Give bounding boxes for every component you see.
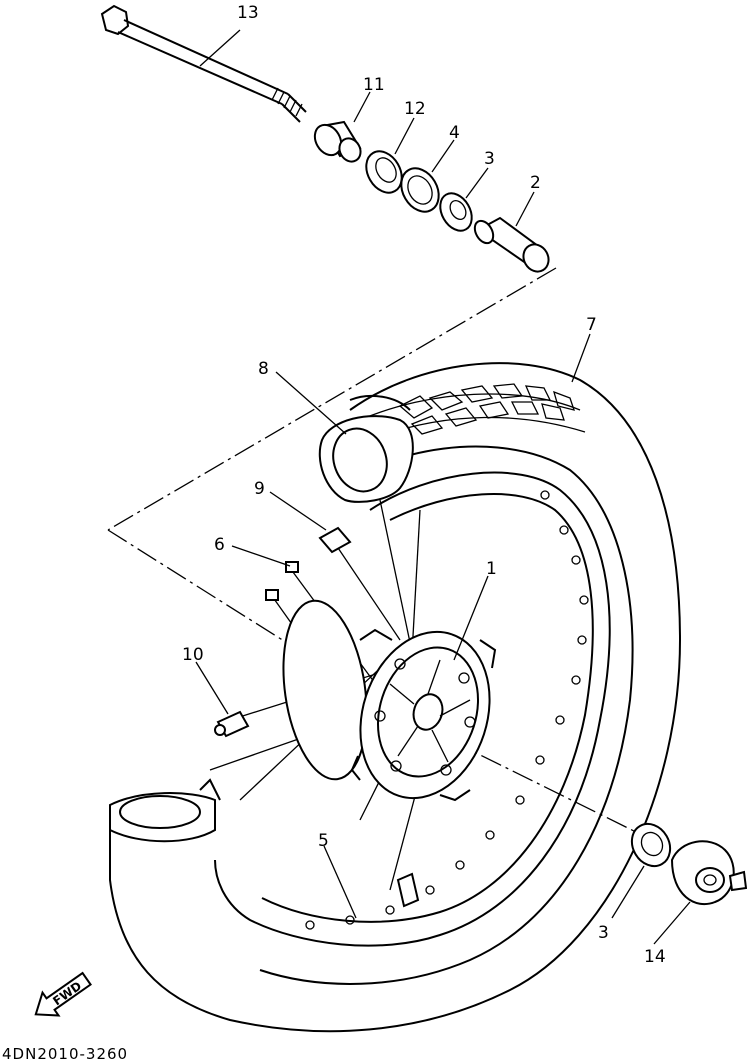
callout-9: 9 bbox=[254, 479, 265, 499]
callout-3-lower: 3 bbox=[598, 923, 609, 943]
callout-7: 7 bbox=[586, 315, 597, 335]
bearing-3-upper-part[interactable] bbox=[434, 188, 478, 237]
callout-4: 4 bbox=[449, 123, 460, 143]
rim-part[interactable] bbox=[109, 394, 611, 947]
fwd-arrow-icon: FWD bbox=[34, 971, 92, 1017]
callout-labels: 13 11 12 4 3 2 7 8 9 6 1 10 5 3 14 bbox=[182, 3, 666, 967]
callout-6: 6 bbox=[214, 535, 225, 555]
callout-5: 5 bbox=[318, 831, 329, 851]
callout-2: 2 bbox=[530, 173, 541, 193]
hub-part[interactable] bbox=[273, 595, 510, 815]
callout-12: 12 bbox=[404, 99, 426, 119]
spoke-set-part[interactable] bbox=[214, 710, 250, 738]
callout-14: 14 bbox=[644, 947, 666, 967]
meter-gear-part[interactable] bbox=[670, 840, 747, 906]
leader-lines bbox=[195, 29, 691, 945]
axle-part[interactable] bbox=[100, 4, 307, 123]
callout-1: 1 bbox=[486, 559, 497, 579]
callout-3-upper: 3 bbox=[484, 149, 495, 169]
tire-tread bbox=[398, 383, 575, 435]
nipple-part[interactable] bbox=[318, 526, 352, 554]
valve-part[interactable] bbox=[396, 872, 420, 908]
callout-10: 10 bbox=[182, 645, 204, 665]
spacer-part[interactable] bbox=[471, 216, 553, 277]
bearing-4-part[interactable] bbox=[394, 162, 446, 219]
callout-13: 13 bbox=[237, 3, 259, 23]
rim-spoke-holes bbox=[305, 490, 589, 930]
drawing-code: 4DN2010-3260 bbox=[2, 1045, 128, 1062]
callout-11: 11 bbox=[363, 75, 385, 95]
bearing-3-lower-part[interactable] bbox=[624, 817, 677, 873]
collar-part[interactable] bbox=[310, 120, 365, 165]
oil-seal-part[interactable] bbox=[359, 145, 409, 199]
callout-8: 8 bbox=[258, 359, 269, 379]
